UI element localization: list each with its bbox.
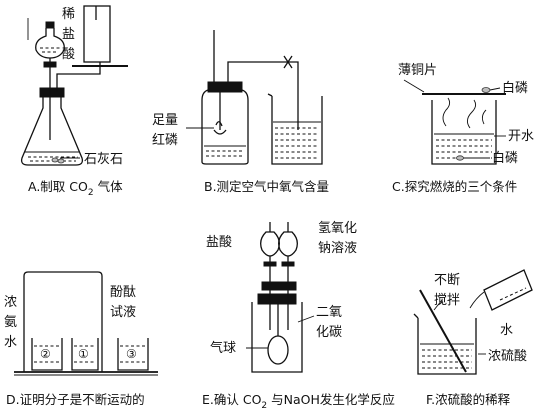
label-ammonia-1: 浓 — [4, 295, 17, 310]
caption-b: B.测定空气中氧气含量 — [204, 179, 329, 194]
beaker-1 — [71, 338, 99, 371]
panel-a-co2-apparatus: 稀 盐 酸 石灰石 — [20, 5, 128, 167]
caption-c: C.探究燃烧的三个条件 — [392, 179, 517, 194]
label-conc-acid: 浓硫酸 — [488, 349, 527, 364]
beaker-mark-1: ① — [78, 347, 89, 361]
label-acid-2: 盐 — [62, 27, 75, 42]
label-co2-2: 化碳 — [316, 325, 342, 340]
caption-f: F.浓硫酸的稀释 — [426, 392, 511, 407]
label-white-p-top: 白磷 — [502, 80, 528, 96]
beaker-2 — [31, 338, 63, 371]
label-acid-3: 酸 — [62, 47, 75, 62]
caption-e: E.确认 CO2 与NaOH发生化学反应 — [202, 392, 395, 408]
panel-d-diffusion-apparatus: ② ① ③ 浓 氨 水 酚酞 试液 — [4, 271, 158, 376]
label-white-p-bottom: 白磷 — [492, 150, 518, 166]
beaker-mark-2: ② — [40, 347, 51, 361]
label-red-p-1: 足量 — [152, 113, 178, 128]
label-copper: 薄铜片 — [398, 63, 437, 78]
label-ammonia-3: 水 — [4, 335, 17, 350]
label-stir-1: 不断 — [434, 273, 460, 288]
label-phenol-1: 酚酞 — [110, 285, 136, 300]
beaker-3 — [117, 338, 149, 371]
beaker-mark-3: ③ — [126, 347, 137, 361]
caption-d: D.证明分子是不断运动的 — [6, 392, 145, 407]
label-stir-2: 搅拌 — [434, 292, 460, 308]
label-hcl: 盐酸 — [206, 235, 232, 250]
panel-b-oxygen-apparatus: 足量 红磷 — [152, 30, 323, 165]
label-balloon: 气球 — [210, 340, 236, 356]
label-limestone: 石灰石 — [84, 152, 123, 167]
label-red-p-2: 红磷 — [152, 132, 178, 148]
panel-c-combustion-apparatus: 薄铜片 白磷 开水 白磷 — [398, 63, 534, 166]
panel-e-co2-naoh-apparatus: 盐酸 氢氧化 钠溶液 二氧 化碳 气球 — [206, 221, 357, 373]
label-acid-1: 稀 — [62, 7, 75, 22]
panel-f-dilution-apparatus: 不断 搅拌 水 浓硫酸 — [413, 269, 533, 375]
label-co2-1: 二氧 — [316, 305, 342, 320]
label-hot-water: 开水 — [508, 129, 534, 144]
label-phenol-2: 试液 — [110, 305, 136, 320]
caption-a: A.制取 CO2 气体 — [28, 179, 123, 198]
label-ammonia-2: 氨 — [4, 315, 17, 330]
label-naoh-2: 钠溶液 — [318, 241, 357, 256]
label-water: 水 — [500, 323, 513, 338]
label-naoh-1: 氢氧化 — [318, 221, 357, 236]
